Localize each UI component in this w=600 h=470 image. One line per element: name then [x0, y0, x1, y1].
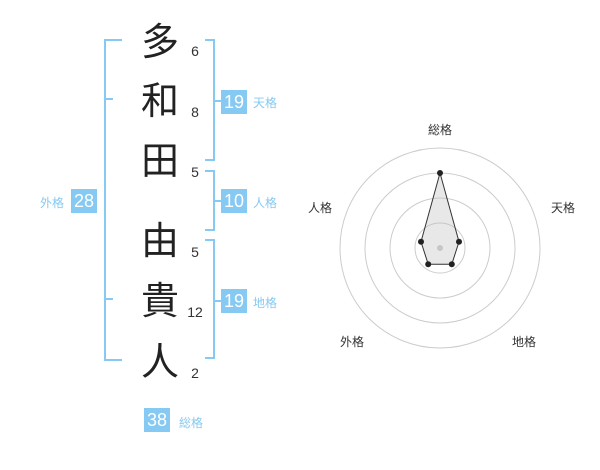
gaikaku-label: 外格 — [40, 196, 65, 210]
radar-ring-1 — [414, 222, 466, 274]
tenkaku-value: 19 — [221, 90, 248, 114]
name-char-1: 多 — [140, 20, 179, 64]
jinkaku-label: 人格 — [253, 196, 278, 210]
radar-point-5 — [418, 238, 424, 245]
radar-point-2 — [456, 238, 462, 245]
name-char-5: 貴 — [140, 279, 179, 323]
stroke-count-1: 6 — [191, 43, 199, 59]
jinkaku-bracket — [205, 170, 222, 231]
name-char-3: 田 — [140, 139, 179, 183]
stroke-count-3: 5 — [191, 164, 199, 180]
name-char-2: 和 — [140, 79, 179, 123]
radar-chart — [339, 147, 541, 349]
jinkaku-value: 10 — [221, 189, 248, 213]
gaikaku-bracket — [104, 39, 122, 361]
radar-point-4 — [425, 261, 432, 268]
tenkaku-bracket — [205, 39, 222, 161]
stroke-count-6: 2 — [191, 365, 199, 381]
radar-label-tenkaku: 天格 — [550, 201, 575, 215]
stroke-count-4: 5 — [191, 244, 199, 260]
radar-point-3 — [448, 261, 455, 268]
gaikaku-value: 28 — [71, 189, 98, 213]
stroke-count-5: 12 — [187, 304, 203, 320]
name-char-4: 由 — [140, 219, 179, 263]
soukaku-value: 38 — [144, 408, 171, 432]
radar-center-dot — [437, 245, 443, 251]
brackets — [104, 39, 222, 361]
radar-label-jinkaku: 人格 — [307, 201, 332, 215]
soukaku-label: 総格 — [179, 416, 204, 430]
name-char-6: 人 — [140, 340, 179, 384]
radar-label-gaikaku: 外格 — [339, 335, 364, 349]
radar-label-soukaku: 総格 — [427, 123, 452, 137]
chikaku-value: 19 — [221, 289, 248, 313]
chikaku-label: 地格 — [253, 296, 278, 310]
radar-point-1 — [437, 170, 443, 176]
radar-polygon — [420, 171, 460, 265]
radar-label-chikaku: 地格 — [511, 335, 536, 349]
chikaku-bracket — [205, 239, 222, 359]
radar-ring-2 — [389, 197, 491, 299]
radar-ring-4 — [339, 147, 541, 349]
stroke-count-2: 8 — [191, 104, 199, 120]
tenkaku-label: 天格 — [253, 96, 278, 110]
